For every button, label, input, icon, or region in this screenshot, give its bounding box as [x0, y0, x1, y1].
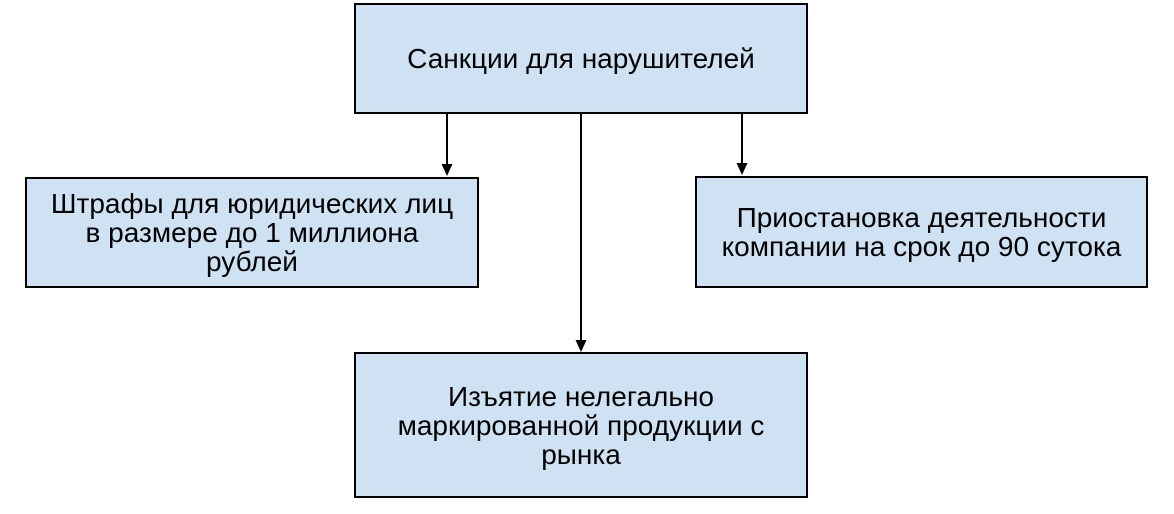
node-suspension-label: Приостановка деятельности компании на ср… — [721, 202, 1122, 262]
node-seizure: Изъятие нелегально маркированной продукц… — [354, 352, 808, 498]
node-fines-label: Штрафы для юридических лиц в размере до … — [50, 188, 454, 277]
arrow-sanctions-to-seizure — [575, 114, 587, 352]
node-fines: Штрафы для юридических лиц в размере до … — [25, 177, 479, 288]
arrow-sanctions-to-fines — [441, 114, 453, 176]
arrow-sanctions-to-suspension — [736, 114, 748, 175]
node-seizure-label: Изъятие нелегально маркированной продукц… — [397, 380, 765, 470]
node-sanctions-label: Санкции для нарушителей — [407, 43, 755, 74]
node-sanctions: Санкции для нарушителей — [354, 3, 808, 114]
node-suspension: Приостановка деятельности компании на ср… — [695, 176, 1148, 288]
